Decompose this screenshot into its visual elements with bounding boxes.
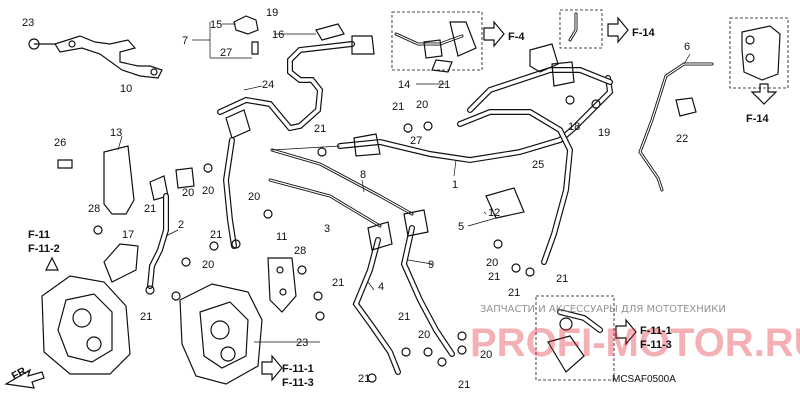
brake-hose-4-and-9 [352, 209, 455, 375]
brake-hose-2 [147, 193, 169, 289]
callout: 20 [486, 257, 498, 269]
ref-label: F-11-3 [640, 339, 672, 351]
lower-detail-box [535, 295, 615, 381]
callout: 19 [266, 7, 278, 19]
callout: 16 [272, 29, 284, 41]
callout: 12 [488, 207, 500, 219]
ref-label: F-11-1 [640, 325, 672, 337]
caliper-bracket-17 [103, 243, 139, 283]
ref-label: F-11 [28, 229, 50, 241]
callout: 17 [122, 229, 134, 241]
callout: 2 [178, 219, 184, 231]
ref-label: F-11-3 [282, 377, 314, 389]
callout: 21 [508, 287, 520, 299]
leader-lines [117, 22, 691, 343]
callout: 26 [54, 137, 66, 149]
fasteners [93, 95, 601, 383]
callout-numbers: 23 10 15 7 27 19 16 24 14 21 20 27 21 18… [22, 7, 690, 391]
modulator-detail-box [559, 9, 603, 49]
brake-pipe-right [638, 17, 789, 192]
brake-hose-bracket-mid [267, 257, 297, 313]
callout: 4 [378, 281, 384, 293]
callout: 21 [398, 311, 410, 323]
ref-label: F-11-2 [28, 243, 60, 255]
callout: 20 [418, 329, 430, 341]
brake-pipe-8-and-3 [268, 148, 414, 228]
callout: 23 [296, 337, 308, 349]
ref-label: F-4 [508, 31, 525, 43]
callout: 13 [110, 127, 122, 139]
callout: 21 [314, 123, 326, 135]
callout: 21 [556, 273, 568, 285]
callout: 21 [144, 203, 156, 215]
callout: 21 [438, 79, 450, 91]
callout: 20 [182, 187, 194, 199]
front-caliper-center [179, 283, 263, 385]
watermark: ЗАПЧАСТИ И АКСЕССУАРЫ ДЛЯ МОТОТЕХНИКИ PR… [470, 304, 800, 365]
callout: 21 [210, 229, 222, 241]
callout: 23 [22, 17, 34, 29]
callout: 1 [452, 179, 458, 191]
watermark-large-text: PROFI-MOTOR.RU [470, 321, 800, 365]
callout: 15 [210, 19, 222, 31]
callout: 5 [458, 221, 464, 233]
callout: 11 [276, 231, 287, 243]
callout: 21 [140, 311, 152, 323]
callout: 21 [358, 373, 370, 385]
callout: 28 [88, 203, 100, 215]
front-direction-label: FR. [10, 364, 31, 383]
callout: 20 [202, 185, 214, 197]
front-caliper-left [41, 275, 131, 375]
three-way-joint-left [57, 145, 195, 215]
callout: 9 [428, 259, 434, 271]
brake-hose-upper-set [217, 23, 375, 139]
callout: 20 [416, 99, 428, 111]
callout: 14 [398, 79, 410, 91]
callout: 6 [684, 41, 690, 53]
brake-hose-bracket-upper [28, 35, 163, 79]
reference-arrows [4, 16, 778, 389]
callout: 8 [360, 169, 366, 181]
brake-hose-center-vertical [222, 137, 237, 249]
brake-hose-main [337, 43, 614, 265]
callout: 20 [248, 191, 260, 203]
ref-label: F-14 [632, 27, 656, 39]
ref-label: F-11-1 [282, 363, 314, 375]
hose-clamp-upper [233, 15, 259, 55]
callout: 7 [182, 35, 188, 47]
callout: 21 [332, 277, 344, 289]
callout: 20 [202, 259, 214, 271]
callout: 20 [480, 349, 492, 361]
callout: 24 [262, 79, 274, 91]
watermark-small-text: ЗАПЧАСТИ И АКСЕССУАРЫ ДЛЯ МОТОТЕХНИКИ [480, 304, 726, 315]
callout: 25 [532, 159, 544, 171]
callout: 22 [676, 133, 688, 145]
ref-label: F-14 [746, 113, 770, 125]
callout: 18 [568, 121, 580, 133]
callout: 27 [220, 47, 232, 59]
reference-labels: F-4 F-14 F-14 F-11 F-11-2 F-11-1 F-11-3 … [10, 27, 770, 389]
callout: 21 [458, 379, 470, 391]
caliper-detail-box [391, 11, 483, 73]
callout: 28 [294, 245, 306, 257]
callout: 21 [488, 271, 500, 283]
callout: 19 [598, 127, 610, 139]
callout: 3 [324, 223, 330, 235]
diagram-code: MCSAF0500A [612, 374, 676, 385]
callout: 27 [410, 135, 422, 147]
callout: 21 [392, 101, 404, 113]
callout: 10 [120, 83, 132, 95]
